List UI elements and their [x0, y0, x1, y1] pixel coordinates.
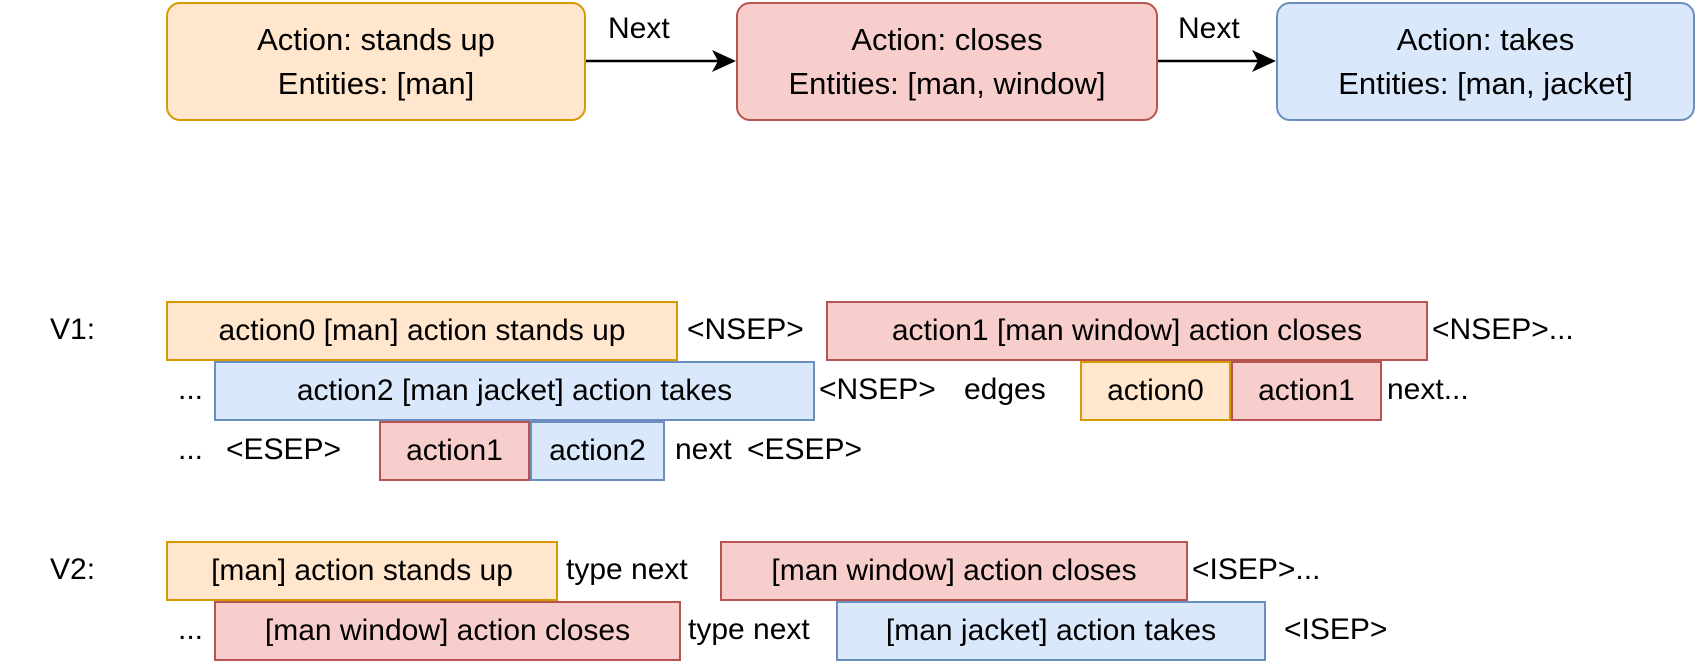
v1-label: V1: — [50, 313, 96, 346]
node-action-text: Action: stands up — [257, 21, 495, 57]
node-action-text: Action: closes — [851, 21, 1043, 57]
node-stands-up: Action: stands up Entities: [man] — [166, 2, 586, 121]
v1-edges-word: edges — [964, 373, 1046, 406]
v2-segment-stands-up: [man] action stands up — [166, 541, 558, 601]
v1-segment-action0: action0 [man] action stands up — [166, 301, 678, 361]
edge-label-next-1: Next — [608, 12, 670, 45]
node-entities-text: Entities: [man] — [277, 65, 475, 101]
v1-line2-tail: next... — [1387, 373, 1469, 406]
v1-esep-2: <ESEP> — [747, 433, 863, 466]
v2-segment-closes-2: [man window] action closes — [214, 601, 681, 661]
v1-line2-lead: ... — [178, 373, 204, 406]
v2-line2-tail: <ISEP> — [1284, 613, 1388, 646]
arrowhead-2-icon — [1252, 50, 1276, 72]
v1-nsep-2: <NSEP> — [819, 373, 936, 406]
v1-edge-source-action1: action1 — [379, 421, 530, 481]
v1-segment-action1: action1 [man window] action closes — [826, 301, 1428, 361]
v1-segment-action2: action2 [man jacket] action takes — [214, 361, 815, 421]
v1-edge-target-action2: action2 — [530, 421, 665, 481]
v1-edge-source-action0: action0 — [1080, 361, 1231, 421]
node-action-text: Action: takes — [1396, 21, 1575, 57]
v2-segment-closes: [man window] action closes — [720, 541, 1188, 601]
edge-arrows — [586, 50, 1276, 72]
arrowhead-1-icon — [712, 50, 736, 72]
v1-edge-target-action1: action1 — [1231, 361, 1382, 421]
node-entities-text: Entities: [man, jacket] — [1338, 65, 1633, 101]
node-entities-text: Entities: [man, window] — [788, 65, 1106, 101]
v2-line1-type-next: type next — [566, 553, 688, 586]
v2-line2-type-next: type next — [688, 613, 810, 646]
v1-esep-1: <ESEP> — [226, 433, 342, 466]
v2-segment-takes: [man jacket] action takes — [836, 601, 1266, 661]
node-takes: Action: takes Entities: [man, jacket] — [1276, 2, 1695, 121]
v1-line3-lead: ... — [178, 433, 204, 466]
v1-next-word: next — [675, 433, 732, 466]
node-closes: Action: closes Entities: [man, window] — [736, 2, 1158, 121]
v2-line1-tail: <ISEP>... — [1192, 553, 1321, 586]
v1-line1-tail: <NSEP>... — [1432, 313, 1574, 346]
edge-label-next-2: Next — [1178, 12, 1240, 45]
v2-label: V2: — [50, 553, 96, 586]
v2-line2-lead: ... — [178, 613, 204, 646]
v1-nsep-1: <NSEP> — [687, 313, 804, 346]
